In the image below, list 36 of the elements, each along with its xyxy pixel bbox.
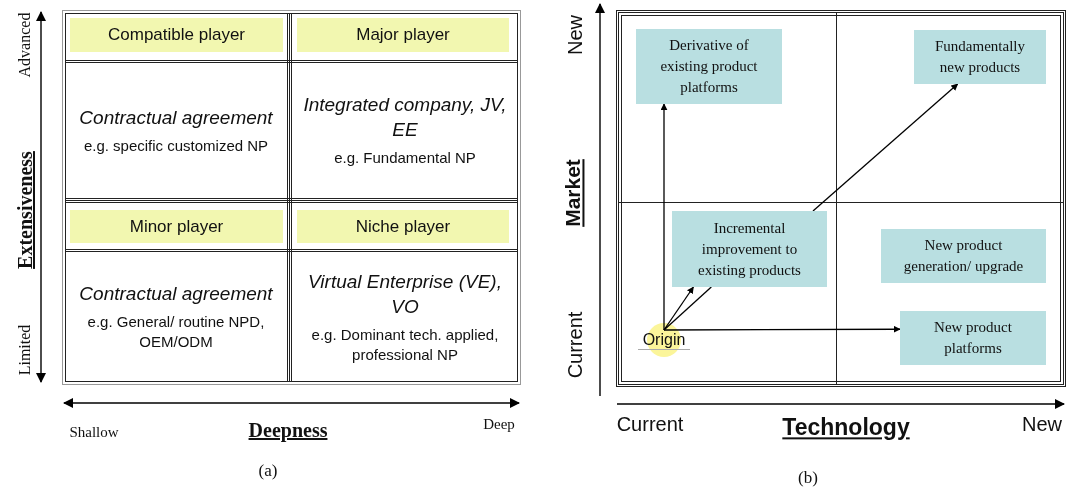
strategy-box: Fundamentally new products	[914, 30, 1046, 84]
quadrant-header: Major player	[297, 18, 509, 52]
axis-label: New	[564, 15, 586, 55]
cell-text: e.g. General/ routine NPD, OEM/ODM	[86, 312, 266, 352]
arrow	[663, 325, 901, 333]
axis-title: Deepness	[248, 419, 328, 441]
caption: (b)	[798, 468, 818, 488]
quadrant-header: Minor player	[70, 210, 283, 243]
axis-title: Technology	[782, 415, 910, 441]
cell-heading: Contractual agreement	[79, 282, 273, 306]
arrow	[660, 103, 668, 331]
arrow	[812, 83, 959, 212]
strategy-box: Derivative of existing product platforms	[636, 29, 782, 104]
cell-heading: Integrated company, JV, EE	[302, 93, 508, 142]
strategy-box: New product generation/ upgrade	[881, 229, 1046, 283]
strategy-box: New product platforms	[900, 311, 1046, 365]
caption: (a)	[258, 461, 278, 481]
cell-text: e.g. Dominant tech. applied, professional NP	[310, 324, 500, 365]
cell-heading: Contractual agreement	[79, 105, 273, 130]
axis-title: Extensiveness	[14, 151, 36, 269]
axis-label: New	[1022, 413, 1062, 435]
strategy-box: Incremental improvement to existing products	[672, 211, 827, 287]
axis-label: Current	[564, 311, 586, 379]
axis-label: Limited	[16, 324, 34, 376]
axis-title: Market	[561, 159, 585, 227]
axis-label: Deep	[483, 415, 515, 433]
cell-heading: Virtual Enterprise (VE), VO	[307, 269, 503, 319]
axis-label: Advanced	[16, 12, 34, 78]
quadrant-header: Niche player	[297, 210, 509, 243]
quadrant-header: Compatible player	[70, 18, 283, 52]
origin-label: Origin	[638, 330, 690, 350]
axis-label: Current	[616, 413, 684, 435]
cell-text: e.g. specific customized NP	[83, 135, 269, 156]
cell-text: e.g. Fundamental NP	[334, 148, 476, 168]
axis-label: Shallow	[69, 423, 119, 441]
arrow	[663, 286, 695, 331]
